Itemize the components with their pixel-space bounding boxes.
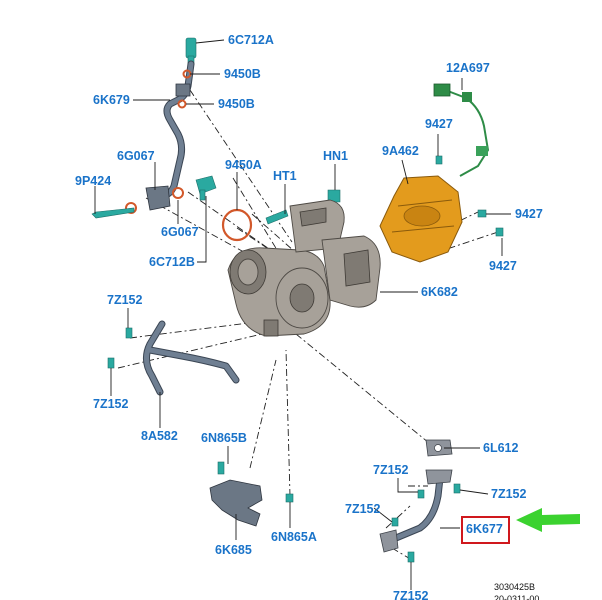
label-6C712B: 6C712B — [149, 255, 195, 269]
oil-return-pipe-6K677 — [379, 469, 461, 563]
label-6K682: 6K682 — [421, 285, 458, 299]
bracket-6K685 — [209, 461, 294, 527]
label-9450A: 9450A — [225, 158, 262, 172]
gasket-9450A — [221, 208, 253, 242]
label-7Z152-oil-bottom: 7Z152 — [93, 397, 128, 411]
label-7Z152-pipe-bottom: 7Z152 — [393, 589, 428, 600]
drawing-code: 3030425B — [494, 582, 535, 592]
label-6K679: 6K679 — [93, 93, 130, 107]
green-arrow-icon — [516, 508, 580, 532]
temperature-sensor-12A697 — [433, 83, 490, 177]
oil-pipe-8A582 — [107, 320, 240, 396]
label-7Z152-pipe-left: 7Z152 — [345, 502, 380, 516]
harness-6K679 — [156, 60, 195, 200]
label-HN1: HN1 — [323, 149, 348, 163]
nut-HN1 — [327, 189, 341, 203]
label-12A697: 12A697 — [446, 61, 490, 75]
label-9P424: 9P424 — [75, 174, 111, 188]
part-labels: 6C712A 9450B 9450B 6K679 6G067 9P424 6G0… — [75, 33, 543, 600]
sensor-6C712B — [195, 175, 217, 201]
drawing-reference: 3030425B 20-0311-00 — [494, 582, 539, 600]
label-6C712A: 6C712A — [228, 33, 274, 47]
leader-lines — [94, 39, 511, 590]
gasket-6L612 — [425, 439, 453, 457]
label-6N865B: 6N865B — [201, 431, 247, 445]
label-9427-right: 9427 — [515, 207, 543, 221]
label-7Z152-pipe-upper-right: 7Z152 — [491, 487, 526, 501]
label-6N865A: 6N865A — [271, 530, 317, 544]
label-9427-bottom: 9427 — [489, 259, 517, 273]
highlight-6K677 — [461, 508, 580, 544]
label-9450B-lower: 9450B — [218, 97, 255, 111]
label-8A582: 8A582 — [141, 429, 178, 443]
label-9427-top: 9427 — [425, 117, 453, 131]
turbocharger — [227, 199, 381, 337]
heat-shield-9A462 — [379, 155, 504, 263]
label-HT1: HT1 — [273, 169, 297, 183]
label-6G067-lower: 6G067 — [161, 225, 199, 239]
drawing-date: 20-0311-00 — [494, 594, 539, 600]
label-6L612: 6L612 — [483, 441, 518, 455]
label-9A462: 9A462 — [382, 144, 419, 158]
label-6G067-upper: 6G067 — [117, 149, 155, 163]
bolt-9P424 — [91, 207, 135, 219]
label-7Z152-oil-top: 7Z152 — [107, 293, 142, 307]
label-6K685: 6K685 — [215, 543, 252, 557]
label-9450B-upper: 9450B — [224, 67, 261, 81]
label-7Z152-pipe-upper-left: 7Z152 — [373, 463, 408, 477]
pressure-sensor-6C712A — [185, 37, 197, 65]
sensor-bracket-6G067 — [125, 185, 184, 214]
stud-HT1 — [265, 209, 289, 225]
highlight-box — [461, 516, 510, 544]
label-6K677: 6K677 — [466, 522, 503, 536]
